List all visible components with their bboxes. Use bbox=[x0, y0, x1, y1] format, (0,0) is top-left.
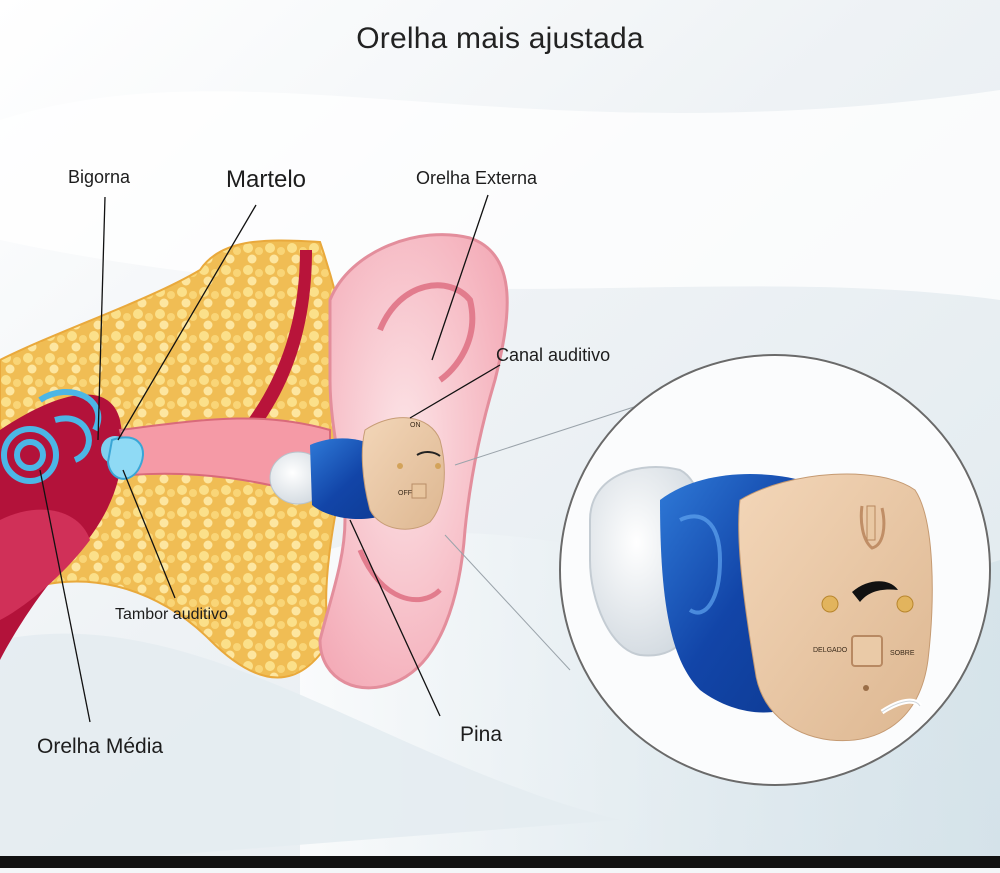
device-label-sobre: SOBRE bbox=[890, 650, 915, 657]
label-tambor-auditivo: Tambor auditivo bbox=[115, 606, 228, 624]
label-orelha-media: Orelha Média bbox=[37, 735, 163, 759]
label-orelha-externa: Orelha Externa bbox=[416, 168, 537, 189]
page-title: Orelha mais ajustada bbox=[0, 22, 1000, 56]
label-canal-auditivo: Canal auditivo bbox=[496, 345, 610, 366]
label-martelo: Martelo bbox=[226, 166, 306, 194]
magnified-hearing-aid bbox=[560, 355, 990, 785]
device-label-delgado: DELGADO bbox=[813, 647, 847, 654]
label-bigorna: Bigorna bbox=[68, 167, 130, 188]
device-label-on: ON bbox=[410, 422, 421, 429]
device-label-off: OFF bbox=[398, 490, 412, 497]
bottom-edge-bar bbox=[0, 856, 1000, 868]
label-pina: Pina bbox=[460, 723, 502, 747]
